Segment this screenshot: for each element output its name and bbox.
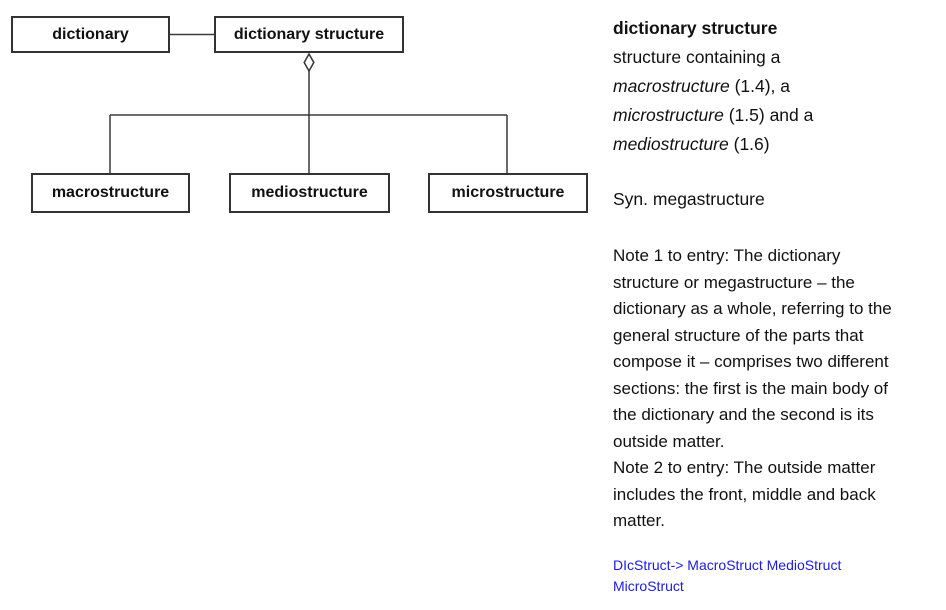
diagram-box-label: dictionary structure — [233, 25, 385, 43]
formal-notation-link[interactable]: DIcStruct-> MacroStruct MedioStruct Micr… — [613, 556, 842, 594]
entry-synonym: Syn. megastructure — [613, 189, 765, 209]
diagram-box-microstructure: microstructure — [428, 173, 588, 213]
diagram-box-dictionary: dictionary — [11, 16, 170, 53]
aggregation-diamond-icon — [303, 52, 315, 73]
diagram-box-macrostructure: macrostructure — [31, 173, 190, 213]
entry-note-2: Note 2 to entry: The outside matter incl… — [613, 458, 876, 530]
diagram-box-label: microstructure — [451, 184, 565, 201]
diagram-box-dictionary-structure: dictionary structure — [214, 16, 404, 53]
diagram-box-label: macrostructure — [51, 184, 170, 201]
entry-note-1: Note 1 to entry: The dictionary structur… — [613, 246, 892, 451]
connector-lines — [109, 33, 508, 173]
concept-diagram: dictionary dictionary structure macrostr… — [0, 0, 612, 230]
entry-term: dictionary structure — [613, 18, 778, 38]
entry-panel: dictionary structure structure containin… — [613, 14, 945, 597]
entry-definition: structure containing a macrostructure (1… — [613, 47, 814, 154]
diagram-box-mediostructure: mediostructure — [229, 173, 390, 213]
diagram-box-label: dictionary — [52, 25, 129, 43]
diagram-box-label: mediostructure — [251, 184, 368, 201]
